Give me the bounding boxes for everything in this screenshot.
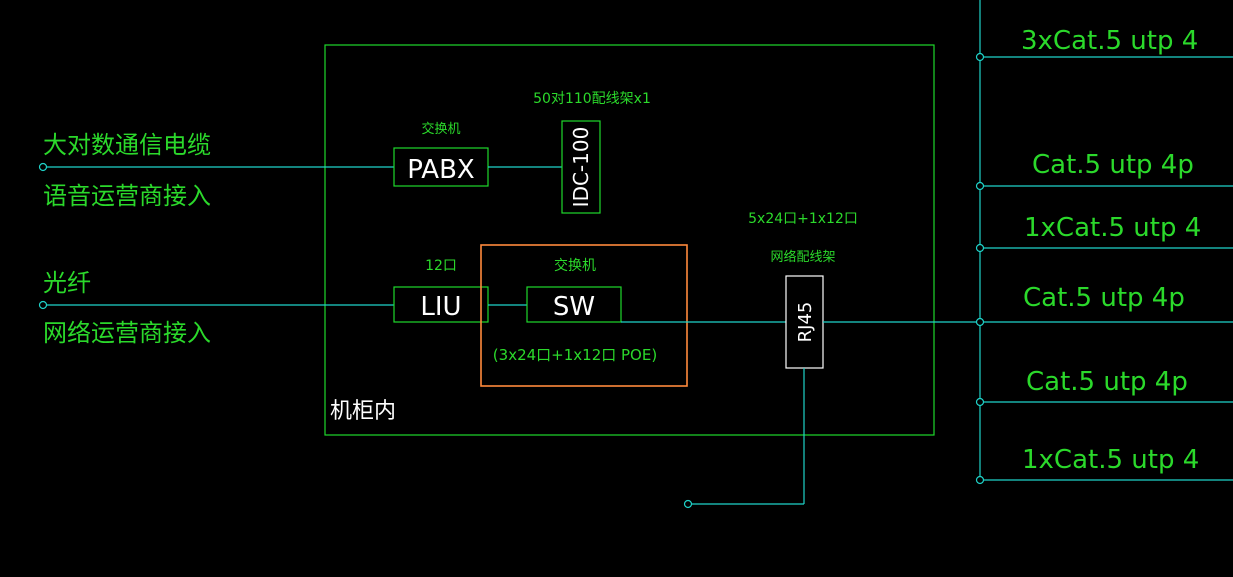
output-label: 3xCat.5 utp 4 bbox=[1021, 26, 1198, 56]
pabx-caption: 交换机 bbox=[421, 121, 460, 137]
output-label: Cat.5 utp 4p bbox=[1026, 367, 1188, 397]
output-branch: 3xCat.5 utp 4 bbox=[975, 26, 1233, 62]
switch-caption: 交换机 bbox=[554, 257, 596, 274]
output-branch: 1xCat.5 utp 4 bbox=[975, 445, 1233, 485]
output-label: Cat.5 utp 4p bbox=[1032, 150, 1194, 180]
output-label: 1xCat.5 utp 4 bbox=[1024, 213, 1201, 243]
output-branch: 1xCat.5 utp 4 bbox=[975, 213, 1233, 253]
liu-label: LIU bbox=[420, 292, 461, 322]
rj45-bottom-node bbox=[683, 499, 693, 509]
rj45-caption: 网络配线架 bbox=[770, 249, 835, 265]
pabx-label: PABX bbox=[407, 155, 474, 185]
fiber-input-node bbox=[38, 300, 48, 310]
rj45-caption-top: 5x24口+1x12口 bbox=[748, 211, 858, 227]
voice-input-label-2: 语音运营商接入 bbox=[43, 182, 211, 210]
output-branch: Cat.5 utp 4p bbox=[975, 367, 1233, 407]
switch-box bbox=[526, 286, 622, 323]
switch-highlight-box bbox=[480, 244, 688, 387]
cabinet-frame bbox=[324, 44, 935, 436]
fiber-input-label-2: 网络运营商接入 bbox=[43, 319, 211, 347]
liu-caption: 12口 bbox=[425, 258, 457, 274]
idc-label: IDC-100 bbox=[569, 127, 593, 208]
rj45-label: RJ45 bbox=[795, 302, 816, 343]
output-branch: Cat.5 utp 4p bbox=[975, 150, 1233, 191]
cabinet-label: 机柜内 bbox=[330, 399, 396, 424]
output-branch: Cat.5 utp 4p bbox=[975, 283, 1233, 327]
output-label: 1xCat.5 utp 4 bbox=[1022, 445, 1199, 475]
output-label: Cat.5 utp 4p bbox=[1023, 283, 1185, 313]
fiber-input-label-1: 光纤 bbox=[43, 269, 91, 297]
idc-caption: 50对110配线架x1 bbox=[533, 91, 651, 107]
switch-spec: (3x24口+1x12口 POE) bbox=[493, 346, 657, 364]
idc-box bbox=[561, 120, 601, 214]
voice-input-label-1: 大对数通信电缆 bbox=[43, 131, 211, 159]
voice-input-node bbox=[38, 162, 48, 172]
switch-label: SW bbox=[553, 292, 595, 322]
